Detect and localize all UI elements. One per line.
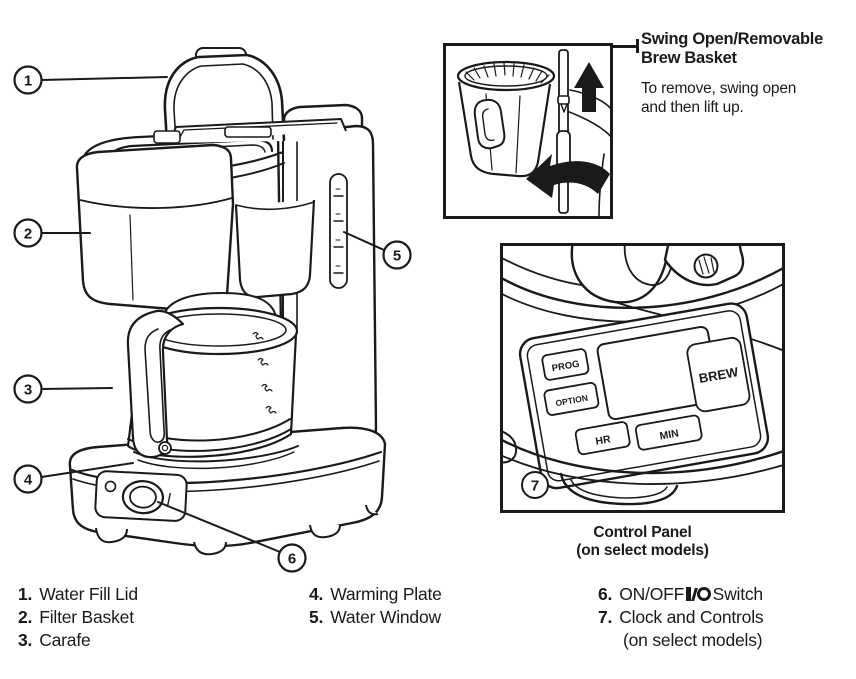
brew-basket-instructions: To remove, swing open and then lift up. bbox=[641, 80, 797, 116]
legend-item-2: 2.Filter Basket bbox=[18, 607, 134, 627]
brew-basket-art bbox=[456, 49, 610, 216]
legend-item-7-sub: (on select models) bbox=[623, 630, 763, 650]
base-front bbox=[70, 450, 383, 556]
svg-text:6: 6 bbox=[288, 551, 296, 568]
svg-text:1: 1 bbox=[24, 73, 32, 90]
svg-text:5: 5 bbox=[393, 248, 401, 265]
inset-leader-tick bbox=[636, 39, 639, 53]
brew-basket-title: Swing Open/Removable Brew Basket bbox=[641, 30, 823, 67]
hr-button bbox=[574, 421, 631, 456]
legend-column-1: 1.Water Fill Lid 2.Filter Basket 3.Caraf… bbox=[18, 583, 138, 652]
prog-label: PROG bbox=[551, 359, 580, 375]
brew-button bbox=[686, 336, 751, 413]
control-panel: PROG OPTION HR MIN BREW bbox=[518, 302, 770, 490]
legend-item-5: 5.Water Window bbox=[309, 607, 441, 627]
power-io-icon bbox=[686, 587, 711, 601]
min-button bbox=[634, 414, 703, 451]
basket-ribs bbox=[465, 62, 550, 84]
swing-arrow-icon bbox=[526, 154, 610, 198]
hinge-rod bbox=[556, 49, 571, 214]
carafe bbox=[126, 292, 299, 459]
callout-7: 7 bbox=[521, 471, 549, 499]
callouts: 1 2 3 4 5 bbox=[13, 65, 412, 573]
filter-basket bbox=[75, 143, 235, 313]
brew-label: BREW bbox=[698, 364, 740, 386]
screw-icon bbox=[693, 253, 719, 279]
min-label: MIN bbox=[659, 427, 680, 442]
legend-item-4: 4.Warming Plate bbox=[309, 584, 442, 604]
removable-basket bbox=[456, 60, 556, 178]
callout-2: 2 bbox=[13, 218, 91, 248]
up-arrow-icon bbox=[574, 62, 604, 112]
power-switch bbox=[94, 470, 188, 522]
water-window bbox=[329, 173, 348, 289]
svg-text:2: 2 bbox=[24, 226, 32, 243]
brew-basket-inset bbox=[443, 43, 613, 219]
control-panel-caption: Control Panel (on select models) bbox=[576, 524, 709, 559]
callout-3: 3 bbox=[13, 374, 113, 404]
hr-label: HR bbox=[595, 433, 612, 448]
feet bbox=[95, 504, 379, 556]
callout-1: 1 bbox=[13, 65, 168, 95]
control-panel-art: PROG OPTION HR MIN BREW 7 bbox=[503, 246, 782, 506]
brew-bucket bbox=[234, 199, 316, 299]
prog-button bbox=[541, 348, 590, 381]
carafe-cup-marks bbox=[252, 331, 277, 414]
callout-5: 5 bbox=[343, 231, 412, 270]
callout-6: 6 bbox=[157, 501, 307, 573]
inset-leader-line bbox=[612, 45, 638, 48]
legend-item-1: 1.Water Fill Lid bbox=[18, 584, 138, 604]
coffee-maker-illustration: 1 2 3 4 5 bbox=[13, 47, 412, 573]
control-panel-inset: PROG OPTION HR MIN BREW 7 bbox=[500, 243, 785, 513]
legend-item-7: 7.Clock and Controls bbox=[598, 607, 764, 627]
legend-column-2: 4.Warming Plate 5.Water Window bbox=[309, 583, 442, 629]
callout-4: 4 bbox=[13, 462, 134, 494]
svg-text:7: 7 bbox=[531, 478, 539, 495]
svg-text:3: 3 bbox=[24, 382, 32, 399]
legend-item-3: 3.Carafe bbox=[18, 630, 91, 650]
option-button bbox=[543, 382, 600, 416]
svg-text:4: 4 bbox=[24, 472, 33, 489]
water-fill-lid bbox=[153, 47, 347, 144]
